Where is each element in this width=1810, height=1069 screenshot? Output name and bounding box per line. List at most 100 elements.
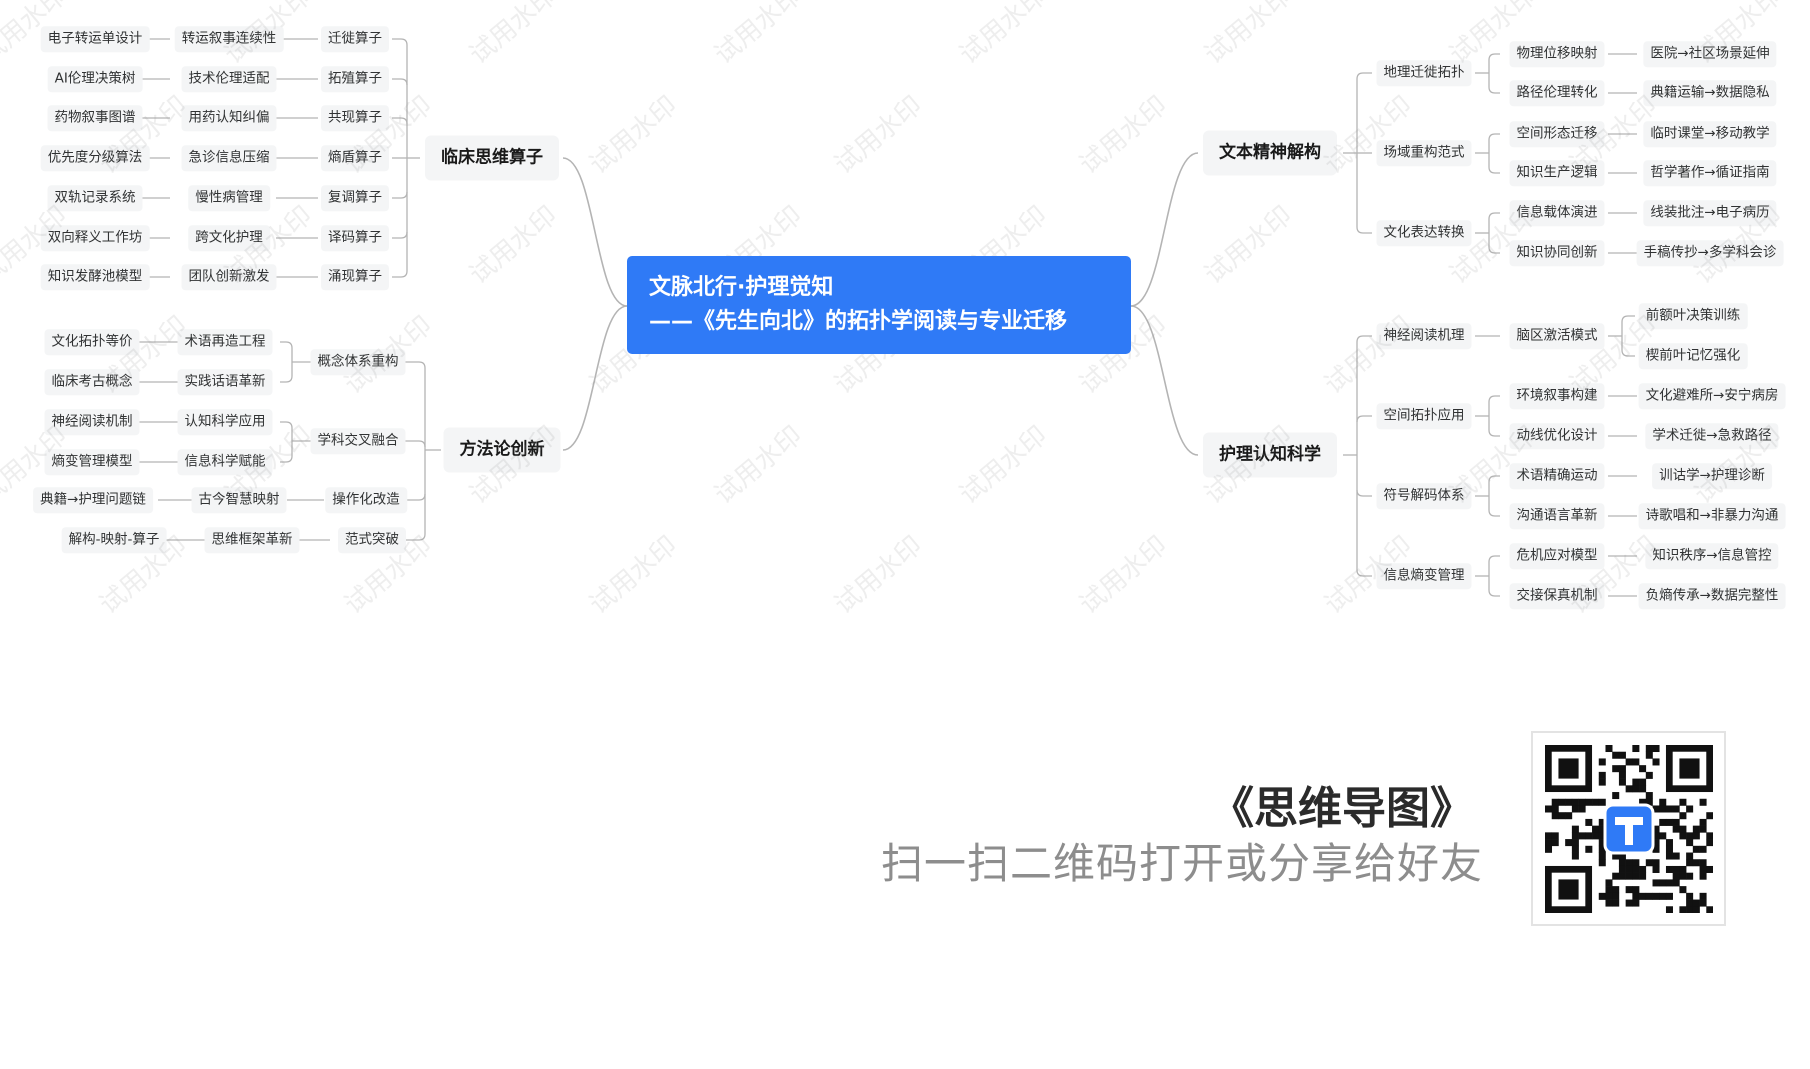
method-item-node[interactable]: 实践话语革新	[177, 369, 273, 395]
text-leaf-node[interactable]: 临时课堂→移动教学	[1643, 121, 1777, 147]
text-leaf-node[interactable]: 哲学著作→循证指南	[1643, 160, 1777, 186]
application-node[interactable]: 团队创新激发	[181, 264, 277, 290]
nursing-leaf-node[interactable]: 负熵传承→数据完整性	[1638, 583, 1786, 609]
connector-line	[1130, 152, 1199, 307]
nursing-leaf-node[interactable]: 文化避难所→安宁病房	[1638, 383, 1786, 409]
root-title-line1: 文脉北行·护理觉知	[649, 275, 834, 300]
text-group-node[interactable]: 文化表达转换	[1376, 220, 1472, 246]
qr-code[interactable]	[1531, 731, 1726, 926]
text-item-node[interactable]: 路径伦理转化	[1509, 80, 1605, 106]
connector-line	[1488, 509, 1500, 517]
application-node[interactable]: 慢性病管理	[188, 185, 270, 211]
qr-code-icon	[1545, 745, 1713, 913]
branch-methodology[interactable]: 方法论创新	[443, 427, 561, 473]
model-node[interactable]: 电子转运单设计	[40, 26, 150, 52]
model-node[interactable]: 优先度分级算法	[40, 145, 150, 171]
text-item-node[interactable]: 知识协同创新	[1509, 240, 1605, 266]
connector-line	[392, 231, 408, 239]
nursing-group-node[interactable]: 神经阅读机理	[1376, 323, 1472, 349]
text-leaf-node[interactable]: 典籍运输→数据隐私	[1643, 80, 1777, 106]
model-node[interactable]: 双轨记录系统	[47, 185, 143, 211]
operator-node[interactable]: 复调算子	[321, 185, 389, 211]
connector-line	[1130, 305, 1199, 456]
method-group-node[interactable]: 范式突破	[338, 527, 406, 553]
branch-nursing-cognition[interactable]: 护理认知科学	[1203, 432, 1337, 478]
connector-line	[1356, 335, 1372, 343]
application-node[interactable]: 用药认知纠偏	[181, 105, 277, 131]
method-group-node[interactable]: 操作化改造	[325, 487, 407, 513]
method-leaf-node[interactable]: 神经阅读机制	[44, 409, 140, 435]
method-item-node[interactable]: 认知科学应用	[177, 409, 273, 435]
nursing-item-node[interactable]: 沟通语言革新	[1509, 503, 1605, 529]
connector-line	[1488, 429, 1500, 437]
model-node[interactable]: 知识发酵池模型	[40, 264, 150, 290]
nursing-leaf-node[interactable]: 诗歌唱和→非暴力沟通	[1638, 503, 1786, 529]
root-node[interactable]: 文脉北行·护理觉知 ——《先生向北》的拓扑学阅读与专业迁移	[627, 256, 1131, 354]
operator-node[interactable]: 拓殖算子	[321, 66, 389, 92]
method-leaf-node[interactable]: 典籍→护理问题链	[33, 487, 153, 513]
footer-subtitle: 扫一扫二维码打开或分享给好友	[880, 839, 1483, 888]
connector-line	[1621, 349, 1635, 357]
connector-line	[562, 305, 628, 451]
nursing-item-node[interactable]: 动线优化设计	[1509, 423, 1605, 449]
nursing-group-node[interactable]: 符号解码体系	[1376, 483, 1472, 509]
operator-node[interactable]: 涌现算子	[321, 264, 389, 290]
model-node[interactable]: 药物叙事图谱	[47, 105, 143, 131]
connector-line	[1488, 86, 1500, 94]
method-item-node[interactable]: 信息科学赋能	[177, 449, 273, 475]
nursing-leaf-node[interactable]: 楔前叶记忆强化	[1638, 343, 1748, 369]
application-node[interactable]: 技术伦理适配	[181, 66, 277, 92]
text-item-node[interactable]: 空间形态迁移	[1509, 121, 1605, 147]
method-group-node[interactable]: 学科交叉融合	[310, 428, 406, 454]
nursing-item-node[interactable]: 交接保真机制	[1509, 583, 1605, 609]
method-group-node[interactable]: 概念体系重构	[310, 349, 406, 375]
text-group-node[interactable]: 场域重构范式	[1376, 140, 1472, 166]
connector-line	[1488, 246, 1500, 254]
method-item-node[interactable]: 古今智慧映射	[191, 487, 287, 513]
application-node[interactable]: 跨文化护理	[188, 225, 270, 251]
nursing-leaf-node[interactable]: 前额叶决策训练	[1638, 303, 1748, 329]
connector-line	[280, 421, 293, 429]
text-leaf-node[interactable]: 线装批注→电子病历	[1643, 200, 1777, 226]
text-item-node[interactable]: 信息载体演进	[1509, 200, 1605, 226]
connector-line	[562, 157, 628, 307]
application-node[interactable]: 转运叙事连续性	[174, 26, 284, 52]
text-leaf-node[interactable]: 手稿传抄→多学科会诊	[1636, 240, 1784, 266]
method-leaf-node[interactable]: 熵变管理模型	[44, 449, 140, 475]
operator-node[interactable]: 迁徙算子	[321, 26, 389, 52]
method-item-node[interactable]: 思维框架革新	[204, 527, 300, 553]
connector-line	[1488, 133, 1500, 141]
connector-line	[1488, 589, 1500, 597]
nursing-leaf-node[interactable]: 知识秩序→信息管控	[1645, 543, 1779, 569]
model-node[interactable]: AI伦理决策树	[47, 66, 143, 92]
branch-text-spirit[interactable]: 文本精神解构	[1203, 130, 1337, 176]
connector-line	[280, 455, 293, 463]
method-leaf-node[interactable]: 临床考古概念	[44, 369, 140, 395]
text-item-node[interactable]: 知识生产逻辑	[1509, 160, 1605, 186]
connector-line	[1488, 166, 1500, 174]
operator-node[interactable]: 共现算子	[321, 105, 389, 131]
model-node[interactable]: 双向释义工作坊	[40, 225, 150, 251]
text-item-node[interactable]: 物理位移映射	[1509, 41, 1605, 67]
text-group-node[interactable]: 地理迁徙拓扑	[1376, 60, 1472, 86]
nursing-leaf-node[interactable]: 学术迁徙→急救路径	[1645, 423, 1779, 449]
operator-node[interactable]: 熵盾算子	[321, 145, 389, 171]
connector-line	[1356, 415, 1372, 423]
nursing-item-node[interactable]: 危机应对模型	[1509, 543, 1605, 569]
application-node[interactable]: 急诊信息压缩	[181, 145, 277, 171]
operator-node[interactable]: 译码算子	[321, 225, 389, 251]
text-leaf-node[interactable]: 医院→社区场景延伸	[1643, 41, 1777, 67]
connector-line	[400, 440, 426, 448]
method-leaf-node[interactable]: 解构-映射-算子	[61, 527, 167, 553]
method-leaf-node[interactable]: 文化拓扑等价	[44, 329, 140, 355]
nursing-item-node[interactable]: 术语精确运动	[1509, 463, 1605, 489]
nursing-leaf-node[interactable]: 训诂学→护理诊断	[1652, 463, 1772, 489]
nursing-item-node[interactable]: 环境叙事构建	[1509, 383, 1605, 409]
nursing-group-node[interactable]: 信息熵变管理	[1376, 563, 1472, 589]
nursing-group-node[interactable]: 空间拓扑应用	[1376, 403, 1472, 429]
nursing-item-node[interactable]: 脑区激活模式	[1509, 323, 1605, 349]
method-item-node[interactable]: 术语再造工程	[177, 329, 273, 355]
connector-line	[1488, 212, 1500, 220]
branch-clinical-thinking[interactable]: 临床思维算子	[425, 135, 559, 181]
